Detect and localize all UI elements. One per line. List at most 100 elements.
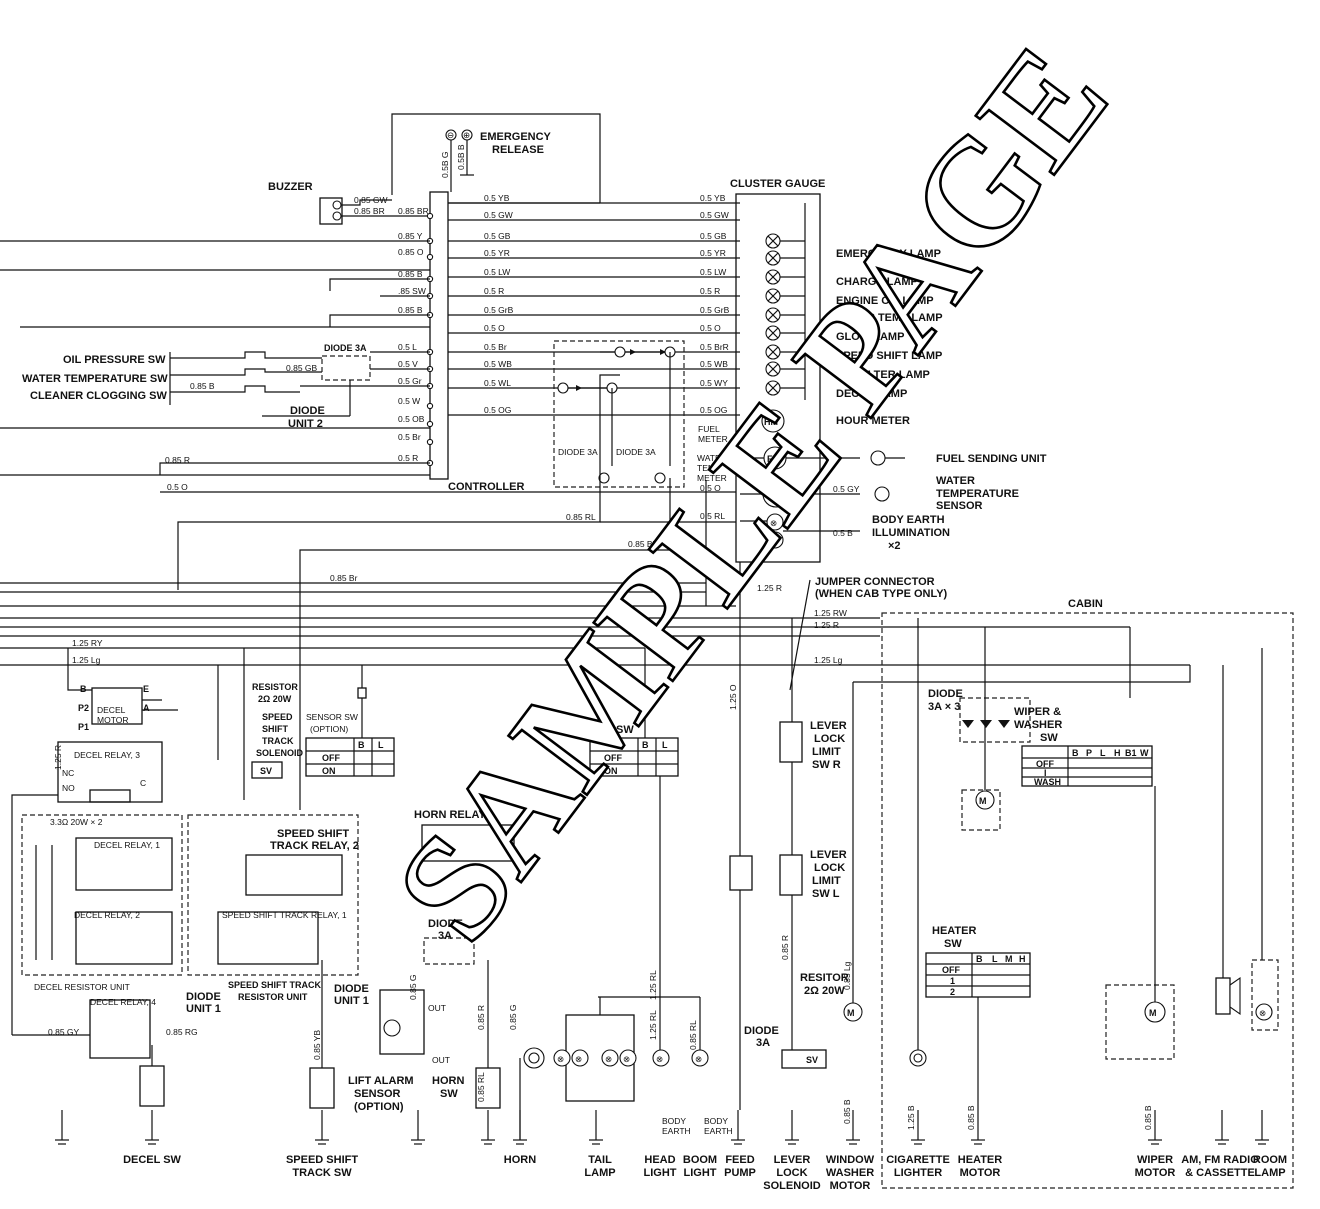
svg-text:M: M xyxy=(979,796,987,806)
svg-text:(WHEN CAB TYPE ONLY): (WHEN CAB TYPE ONLY) xyxy=(815,588,948,600)
cleaner-clogging-sw-label: CLEANER CLOGGING SW xyxy=(30,390,168,402)
wire-label: 0.85 R xyxy=(476,1005,486,1030)
svg-text:⊗: ⊗ xyxy=(1259,1008,1266,1018)
load-label: MOTOR xyxy=(1135,1167,1176,1179)
svg-text:0.5B G: 0.5B G xyxy=(440,152,450,178)
svg-text:SENSOR SW: SENSOR SW xyxy=(306,712,358,722)
wire-label: 0.85 G xyxy=(508,1004,518,1030)
svg-text:LIMIT: LIMIT xyxy=(812,746,841,758)
wire-label: 0.85 RG xyxy=(166,1027,198,1037)
wire-label: 0.85 B xyxy=(966,1105,976,1130)
svg-text:0.85 RL: 0.85 RL xyxy=(566,512,596,522)
wire-label: 0.5 WL xyxy=(484,378,511,388)
controller-label: CONTROLLER xyxy=(448,481,524,493)
wire-label: 0.85 RL xyxy=(476,1072,486,1102)
wire-label: 0.5 BrR xyxy=(700,342,729,352)
svg-text:I: I xyxy=(1044,768,1047,778)
decel-group: DECEL MOTOR B P2 P1 E A DECEL RELAY, 3 N… xyxy=(11,648,359,1107)
emergency-release-label: EMERGENCY xyxy=(480,131,552,143)
svg-text:M: M xyxy=(1149,1008,1157,1018)
wire-label: 0.5 V xyxy=(398,359,418,369)
svg-text:(OPTION): (OPTION) xyxy=(310,724,348,734)
svg-text:A: A xyxy=(143,703,150,713)
svg-text:BODY EARTH: BODY EARTH xyxy=(872,514,945,526)
svg-text:1.25 RY: 1.25 RY xyxy=(72,638,103,648)
svg-text:2Ω 20W: 2Ω 20W xyxy=(258,694,292,704)
svg-text:B: B xyxy=(358,740,365,750)
svg-text:P: P xyxy=(1086,748,1092,758)
svg-text:LEVER: LEVER xyxy=(810,849,847,861)
wire-label: 0.5 GW xyxy=(700,210,729,220)
svg-text:ILLUMINATION: ILLUMINATION xyxy=(872,527,950,539)
svg-text:HEATER: HEATER xyxy=(932,925,976,937)
svg-text:0.85 B: 0.85 B xyxy=(190,381,215,391)
svg-text:B: B xyxy=(642,740,649,750)
svg-text:1.25 RW: 1.25 RW xyxy=(814,608,847,618)
svg-text:SPEED SHIFT: SPEED SHIFT xyxy=(277,828,349,840)
sensor-sw: SENSOR SW (OPTION) B L OFF ON xyxy=(305,665,395,777)
wire-label: 0.5 W xyxy=(398,396,420,406)
svg-text:LOCK: LOCK xyxy=(814,862,845,874)
load-label: HEATER xyxy=(958,1154,1002,1166)
svg-text:SOLENOID: SOLENOID xyxy=(256,748,304,758)
svg-text:DIODE: DIODE xyxy=(334,983,369,995)
svg-text:RESISTOR: RESISTOR xyxy=(252,682,298,692)
wire-label: 1.25 O xyxy=(728,684,738,710)
svg-text:ON: ON xyxy=(322,766,336,776)
svg-text:B1: B1 xyxy=(1125,748,1137,758)
cluster-gauge-box xyxy=(735,193,821,563)
wire-label: 0.85 GY xyxy=(48,1027,80,1037)
svg-text:W: W xyxy=(1140,748,1149,758)
wire-label: 0.5 GrB xyxy=(700,305,730,315)
cabin-loads: DIODE 3A × 3 WIPER & WASHER SW B P L H B… xyxy=(909,618,1279,1110)
svg-text:⊖: ⊖ xyxy=(447,130,454,140)
svg-text:DECEL RELAY, 2: DECEL RELAY, 2 xyxy=(74,910,140,920)
lamp-label: AIR FILTER LAMP xyxy=(836,369,930,381)
wtm-meter: WTM xyxy=(764,490,786,500)
load-label: AM, FM RADIO xyxy=(1181,1154,1259,1166)
buzzer: BUZZER 0.85 GW 0.85 BR xyxy=(268,181,430,225)
wire-label: 0.5 YB xyxy=(484,193,510,203)
svg-text:1.25 Lg: 1.25 Lg xyxy=(814,655,843,665)
load-label: FEED xyxy=(725,1154,754,1166)
svg-text:DIODE: DIODE xyxy=(290,405,325,417)
svg-text:SENSOR: SENSOR xyxy=(936,500,983,512)
lamp-label: SPEED SHIFT LAMP xyxy=(836,350,942,362)
wire-label: 0.5 R xyxy=(700,286,720,296)
load-label: ROOM xyxy=(1253,1154,1287,1166)
fuel-sending-unit-label: FUEL SENDING UNIT xyxy=(936,453,1047,465)
cluster-gauge-label: CLUSTER GAUGE xyxy=(730,178,825,190)
svg-text:EARTH: EARTH xyxy=(662,1126,691,1136)
svg-text:B: B xyxy=(976,954,983,964)
controller-left-pin xyxy=(426,438,434,446)
svg-text:SHIFT: SHIFT xyxy=(262,724,289,734)
oil-pressure-sw-label: OIL PRESSURE SW xyxy=(63,354,166,366)
svg-text:L: L xyxy=(662,740,668,750)
svg-text:0.85 BR: 0.85 BR xyxy=(354,206,385,216)
decel-sw xyxy=(139,1065,165,1107)
svg-text:NC: NC xyxy=(62,768,74,778)
emergency-release: ⊖ ⊕ 0.5B G 0.5B B EMERGENCY RELEASE xyxy=(440,129,552,192)
load-label: MOTOR xyxy=(830,1180,871,1192)
svg-text:1.25 R: 1.25 R xyxy=(757,583,782,593)
svg-text:0.5B B: 0.5B B xyxy=(456,144,466,170)
svg-text:3A × 3: 3A × 3 xyxy=(928,701,960,713)
controller-left-pin xyxy=(426,253,434,261)
svg-text:LIGHT SW: LIGHT SW xyxy=(580,724,634,736)
wire-label: 0.85 O xyxy=(398,247,424,257)
svg-text:⊗: ⊗ xyxy=(575,1054,582,1064)
wire-label: 0.85 G xyxy=(408,974,418,1000)
load-label: HORN xyxy=(504,1154,536,1166)
load-label: MOTOR xyxy=(960,1167,1001,1179)
svg-text:0.85 GW: 0.85 GW xyxy=(354,195,388,205)
wire-label: 0.85 Lg xyxy=(842,961,852,990)
svg-text:OUT: OUT xyxy=(432,1055,450,1065)
svg-text:DECEL RELAY, 4: DECEL RELAY, 4 xyxy=(90,997,156,1007)
wire-label: 0.85 Y xyxy=(398,231,423,241)
horn-sw xyxy=(475,1067,501,1109)
lamp-label: GLOW LAMP xyxy=(836,331,904,343)
wire-label: 0.5 LW xyxy=(484,267,510,277)
svg-text:UNIT 2: UNIT 2 xyxy=(288,418,323,430)
svg-text:SENSOR: SENSOR xyxy=(354,1088,401,1100)
